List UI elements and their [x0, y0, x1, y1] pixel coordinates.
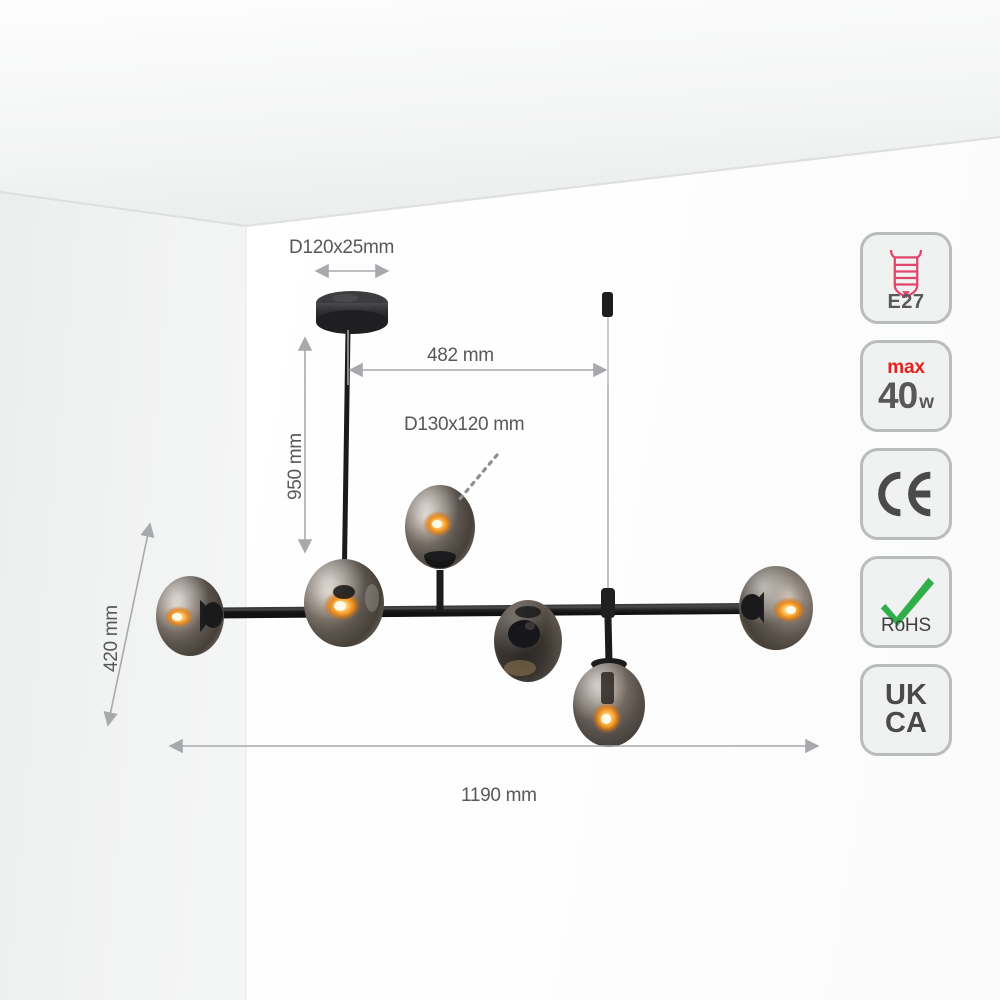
globe-2 — [304, 559, 384, 647]
depth-dimension-label: 420 mm — [101, 605, 122, 672]
globe-6 — [739, 566, 813, 650]
ukca-mark-icon: UK CA — [885, 679, 927, 739]
globe-leader-line — [457, 453, 499, 502]
right-wall-plane — [246, 137, 1000, 1000]
depth-dimension-arrow — [103, 522, 155, 727]
badge-ukca-line2: CA — [885, 707, 927, 739]
badge-wattage-unit: w — [919, 392, 934, 413]
globe-5 — [573, 658, 645, 747]
badge-e27-label: E27 — [887, 291, 925, 313]
ceiling-canopy — [316, 291, 388, 334]
badge-rohs-label: RoHS — [881, 615, 931, 636]
badge-max-word: max — [887, 357, 925, 378]
drop-width-label: 482 mm — [427, 345, 494, 366]
badge-rohs: RoHS — [860, 556, 952, 648]
height-dimension-label: 950 mm — [285, 433, 306, 500]
globe-1 — [156, 576, 224, 656]
certification-badge-column: E27 max 40 w — [860, 232, 952, 756]
width-dimension-label: 1190 mm — [461, 785, 537, 806]
wattage-icon: max 40 w — [878, 358, 934, 414]
canopy-dimension-label: D120x25mm — [289, 237, 395, 258]
check-mark-icon — [880, 577, 935, 627]
badge-wattage-value: 40 — [878, 375, 918, 416]
badge-e27: E27 — [860, 232, 952, 324]
ceiling-edge-right — [245, 135, 1000, 228]
stem-globe-lower — [604, 617, 613, 663]
badge-ukca-line1: UK — [885, 679, 927, 712]
main-suspension-rod — [341, 329, 351, 597]
lamp-base-icon — [889, 249, 923, 298]
badge-max-wattage: max 40 w — [860, 340, 952, 432]
globe-dimension-label: D130x120 mm — [404, 414, 525, 435]
ceiling-plane — [0, 0, 1000, 226]
globe-4 — [494, 600, 562, 682]
ce-mark-icon — [878, 471, 931, 517]
globe-3 — [405, 485, 475, 569]
ceiling-edge-left — [0, 190, 247, 228]
badge-ukca: UK CA — [860, 664, 952, 756]
badge-ce — [860, 448, 952, 540]
